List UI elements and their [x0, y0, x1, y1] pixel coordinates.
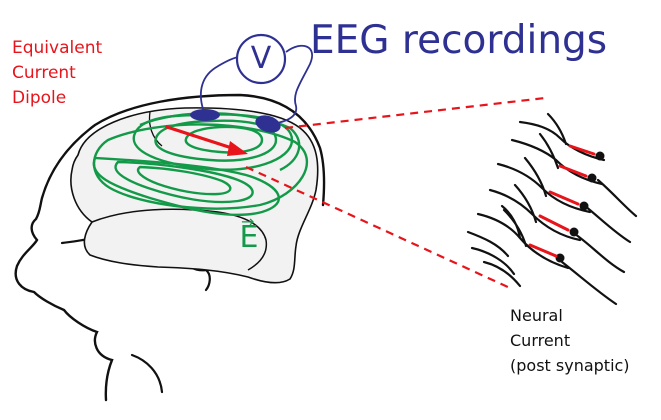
dipole-arrow	[165, 125, 248, 156]
dipole-head	[227, 141, 248, 156]
neuron	[488, 183, 626, 274]
electrode-left	[190, 109, 220, 121]
zoom-line-bottom	[245, 166, 511, 289]
electrode-right	[255, 115, 281, 133]
dipole-label-line: Dipole	[12, 88, 67, 108]
dipole-shaft	[165, 125, 240, 152]
field-label: → E	[229, 214, 269, 256]
wire-right	[269, 44, 313, 125]
neuron	[476, 204, 618, 306]
voltmeter-ring	[235, 33, 287, 85]
eeg-title: EEG recordings	[310, 18, 608, 63]
neuron-cluster	[466, 112, 638, 306]
neuron-axons	[466, 230, 522, 288]
neural-label-line: (post synaptic)	[510, 356, 630, 375]
neuron	[510, 132, 638, 218]
dipole-label: Equivalent Current Dipole	[12, 36, 102, 111]
dipole-label-line: Current	[12, 63, 76, 83]
neuron	[518, 112, 606, 162]
wire-left	[199, 56, 239, 113]
brain-fold-2	[148, 111, 163, 147]
neural-current-label: Neural Current (post synaptic)	[510, 303, 630, 378]
voltmeter-symbol: V	[250, 41, 272, 76]
field-vector-arrow: →	[241, 212, 255, 231]
neck-line	[130, 353, 164, 394]
field-line	[92, 156, 281, 217]
field-line	[114, 160, 254, 204]
field-line	[92, 123, 308, 210]
neural-label-line: Neural	[510, 306, 563, 325]
neural-label-line: Current	[510, 331, 571, 350]
dipole-label-line: Equivalent	[12, 38, 103, 58]
field-letter: E	[239, 220, 259, 255]
brain	[70, 107, 319, 284]
neuron	[496, 156, 632, 244]
zoom-line-top	[284, 96, 546, 130]
field-line	[136, 165, 232, 196]
head-outline	[14, 93, 326, 402]
